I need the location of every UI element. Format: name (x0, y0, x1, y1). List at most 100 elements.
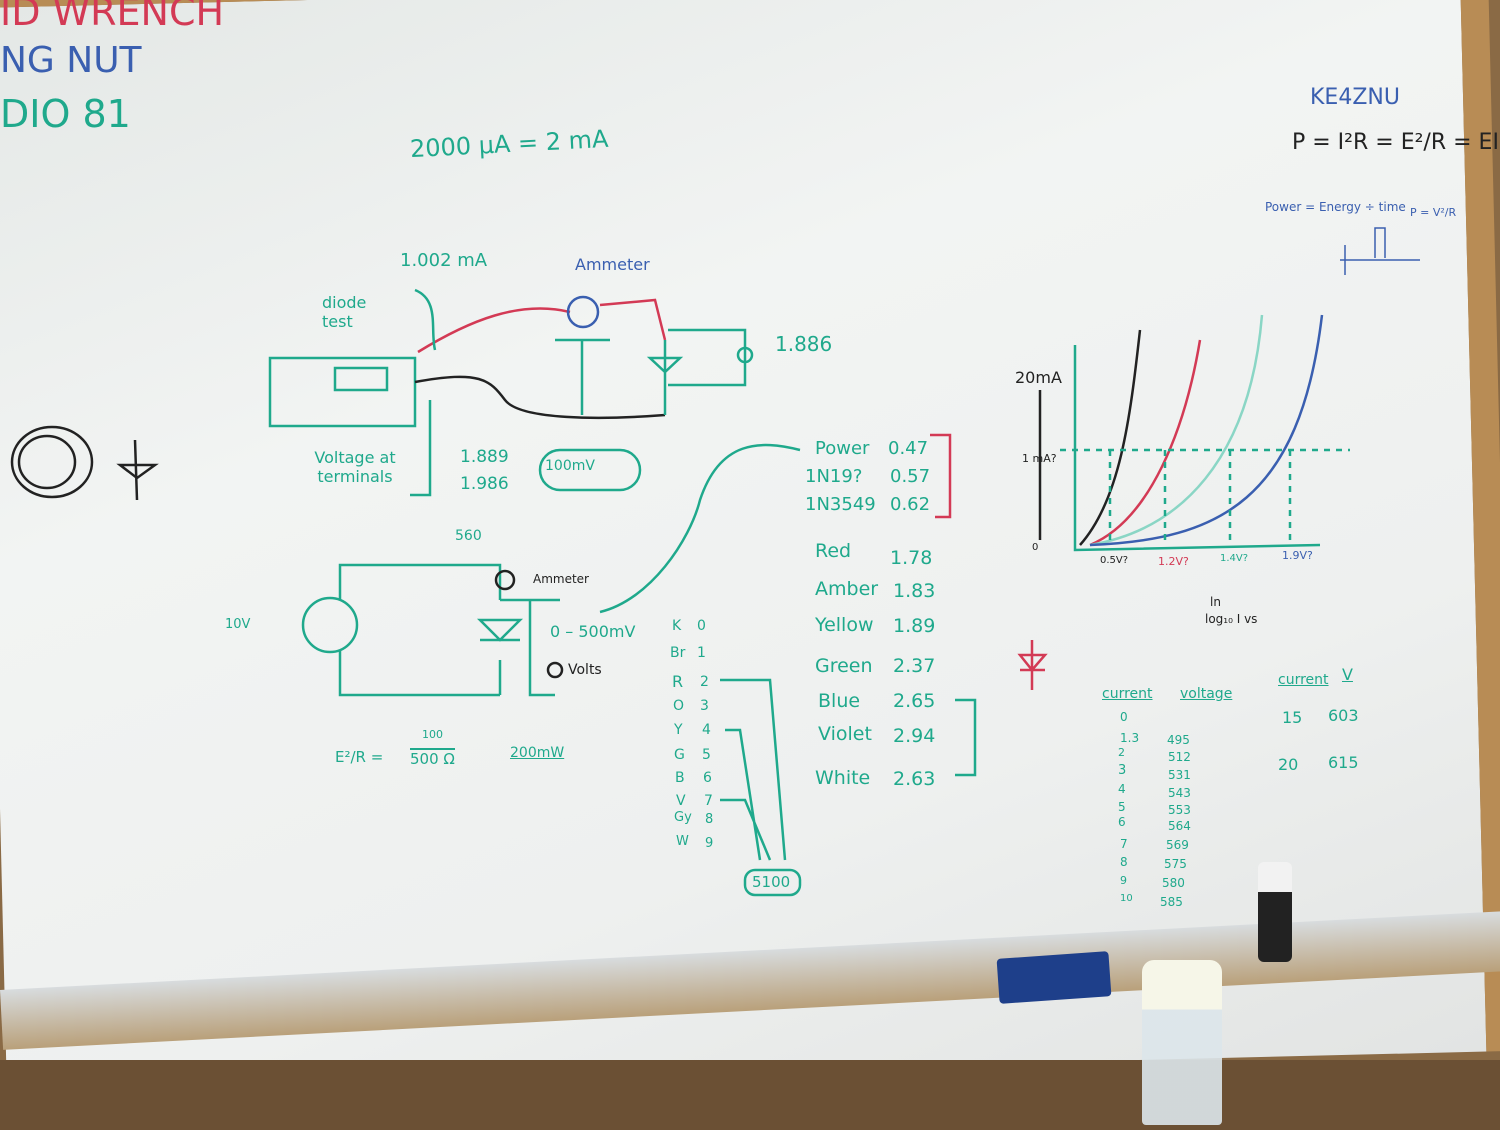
meter-drawing (268, 356, 417, 428)
color-digit: 8 (705, 812, 714, 827)
diode-name: 1N3549 (805, 494, 876, 515)
top-left-text-2: NG NUT (0, 40, 142, 81)
led-name: Amber (815, 578, 879, 600)
table-header: current (1102, 686, 1153, 702)
callsign: KE4ZNU (1310, 85, 1400, 110)
curve-1.4v (1089, 314, 1264, 547)
top-left-text-1: ID WRENCH (0, 0, 225, 34)
x-tick: 1.9V? (1282, 549, 1313, 562)
curve-1.2v (1089, 339, 1202, 547)
table-cell: 553 (1168, 803, 1191, 817)
power-calc-result: 200mW (510, 745, 565, 761)
table-header: current (1278, 672, 1329, 688)
table-cell: 8 (1120, 855, 1128, 869)
table-cell: 9 (1120, 874, 1127, 887)
top-left-text-3: DIO 81 (0, 92, 131, 136)
table-cell: 603 (1328, 706, 1359, 725)
color-letter: R (672, 672, 684, 691)
table-cell: 5 (1118, 800, 1126, 814)
color-digit: 9 (705, 836, 714, 851)
ammeter-symbol (566, 295, 600, 329)
led-voltage: 1.78 (890, 547, 933, 569)
table-cell: 543 (1168, 786, 1191, 800)
board-frame (0, 1060, 1500, 1130)
led-name: White (815, 767, 871, 789)
table-cell: 495 (1167, 733, 1190, 747)
log-note-2: log₁₀ I vs (1205, 612, 1258, 626)
led-voltage: 2.37 (893, 655, 936, 677)
table-cell: 0 (1120, 710, 1128, 724)
diode-voltage: 0.62 (890, 494, 931, 515)
led-voltage: 2.65 (893, 690, 936, 712)
range-label: 100mV (545, 458, 595, 474)
source-voltage: 10V (225, 617, 251, 632)
power-note: Power = Energy ÷ time (1265, 200, 1406, 214)
power-calc-num: 100 (422, 728, 443, 741)
reading-1: 1.889 (460, 447, 509, 467)
table-header: V (1342, 665, 1353, 684)
table-cell: 585 (1160, 895, 1183, 909)
color-digit: 3 (700, 698, 709, 714)
current-reading: 1.002 mA (400, 250, 488, 271)
power-note-2: P = V²/R (1410, 206, 1457, 219)
color-letter: K (672, 618, 682, 634)
table-cell: 10 (1120, 893, 1133, 904)
diode-test-label: diode test (322, 293, 367, 331)
power-calc-den: 500 Ω (410, 748, 455, 768)
marker (1258, 862, 1292, 962)
spray-bottle (1142, 960, 1222, 1125)
color-digit: 6 (703, 770, 712, 786)
table-cell: 15 (1282, 708, 1303, 727)
color-letter: Y (674, 722, 683, 738)
table-cell: 1.3 (1120, 731, 1140, 745)
x-tick: 1.2V? (1158, 555, 1189, 568)
led-voltage: 2.63 (893, 768, 936, 790)
led-name: Blue (818, 690, 861, 712)
color-letter: G (674, 747, 685, 763)
table-cell: 20 (1278, 755, 1299, 774)
led-name: Green (815, 655, 873, 677)
table-cell: 512 (1168, 750, 1191, 764)
table-cell: 7 (1120, 837, 1128, 851)
color-digit: 2 (700, 674, 709, 690)
color-digit: 4 (702, 722, 711, 738)
led-name: Red (815, 540, 852, 562)
color-letter: V (676, 793, 686, 809)
table-cell: 531 (1168, 768, 1191, 782)
diode-name: Power (815, 438, 870, 459)
table-cell: 6 (1118, 815, 1126, 829)
color-letter: B (675, 770, 685, 786)
color-digit: 7 (704, 793, 713, 809)
diode-voltage: 0.47 (888, 438, 929, 459)
voltage-reading: 1.886 (775, 332, 833, 356)
table-cell: 4 (1118, 782, 1126, 796)
color-letter: Gy (674, 810, 692, 825)
diode-voltage: 0.57 (890, 466, 931, 487)
y-label-zero: 0 (1032, 542, 1039, 553)
color-letter: W (676, 834, 689, 849)
color-digit: 1 (697, 645, 706, 661)
color-letter: O (673, 698, 685, 714)
power-calc-left: E²/R = (335, 748, 384, 766)
table-cell: 615 (1328, 753, 1359, 772)
table-header: voltage (1180, 686, 1233, 702)
table-cell: 569 (1166, 838, 1189, 852)
range-label-2: 0 – 500mV (550, 622, 636, 641)
led-voltage: 2.94 (893, 725, 936, 747)
ammeter-label-2: Ammeter (533, 572, 589, 586)
y-label-top: 20mA (1015, 368, 1062, 387)
log-note-1: ln (1210, 595, 1221, 609)
volts-label: Volts (568, 662, 602, 678)
resistor-label: 560 (455, 528, 482, 544)
y-label-mid: 1 mA? (1022, 452, 1057, 465)
table-cell: 2 (1118, 746, 1125, 759)
color-letter: Br (670, 645, 686, 661)
table-cell: 575 (1164, 857, 1187, 871)
led-name: Yellow (815, 614, 874, 636)
table-cell: 580 (1162, 876, 1185, 890)
color-code-result: 5100 (752, 873, 791, 891)
table-cell: 3 (1118, 763, 1127, 778)
voltage-at-terminals-label: Voltage at terminals (314, 448, 396, 486)
reading-2: 1.986 (460, 474, 509, 494)
